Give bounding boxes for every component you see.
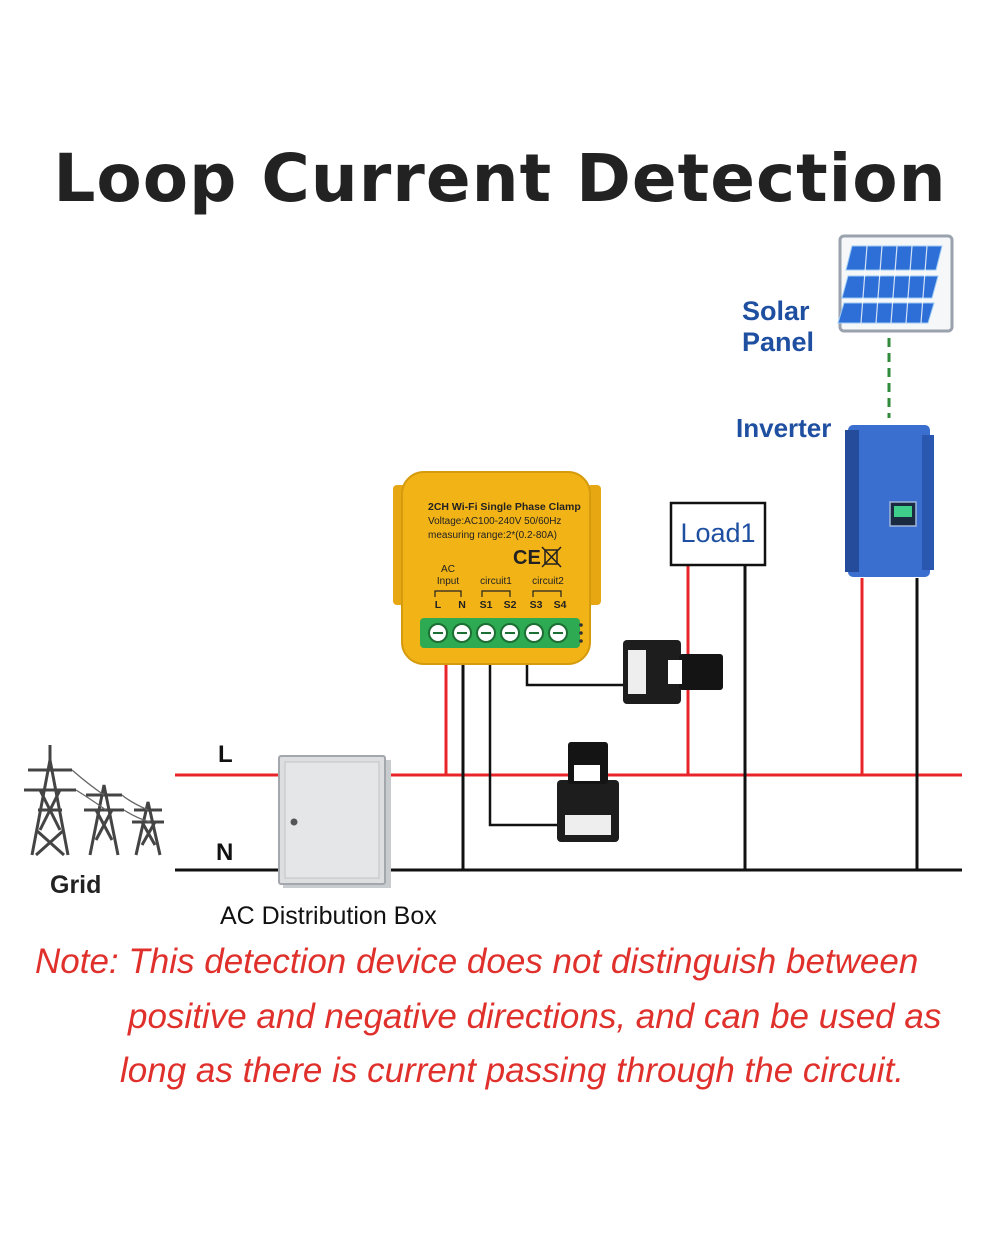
distribution-box-icon bbox=[278, 755, 391, 888]
distribution-box-label: AC Distribution Box bbox=[220, 902, 437, 930]
device-input-label: Input bbox=[437, 576, 459, 587]
terminal-label: S2 bbox=[504, 599, 517, 611]
current-clamp-icon bbox=[623, 640, 723, 704]
power-tower-icon bbox=[24, 745, 164, 857]
terminal-label: L bbox=[435, 599, 442, 611]
solar-label-line2: Panel bbox=[742, 327, 814, 357]
device-circuit1-label: circuit1 bbox=[480, 576, 512, 587]
device-text-line2: Voltage:AC100-240V 50/60Hz bbox=[428, 516, 561, 527]
clamp1-lead bbox=[488, 665, 558, 827]
solar-panel-icon bbox=[837, 234, 954, 333]
inverter-label: Inverter bbox=[736, 413, 831, 443]
ce-mark: CE bbox=[513, 547, 541, 569]
terminal-label: N bbox=[458, 599, 466, 611]
note-line-3: long as there is current passing through… bbox=[120, 1051, 905, 1090]
terminal-label: S3 bbox=[530, 599, 543, 611]
device-ac-label: AC bbox=[441, 564, 455, 575]
load-label: Load1 bbox=[680, 518, 755, 548]
device-text-line1: 2CH Wi-Fi Single Phase Clamp bbox=[428, 501, 581, 513]
device-circuit2-label: circuit2 bbox=[532, 576, 564, 587]
terminal-label: S4 bbox=[554, 599, 567, 611]
device-text-line3: measuring range:2*(0.2-80A) bbox=[428, 530, 557, 541]
current-clamp-icon bbox=[557, 742, 619, 842]
load-box bbox=[669, 501, 767, 567]
grid-label: Grid bbox=[50, 871, 101, 899]
terminal-label: S1 bbox=[480, 599, 493, 611]
page-title: Loop Current Detection bbox=[53, 140, 947, 217]
clamp-device bbox=[393, 471, 601, 665]
note-line-1: Note: This detection device does not dis… bbox=[35, 942, 919, 981]
power-cables-icon bbox=[71, 769, 151, 823]
note-line-2: positive and negative directions, and ca… bbox=[128, 997, 942, 1036]
neutral-label: N bbox=[216, 839, 233, 866]
solar-label-line1: Solar bbox=[742, 296, 810, 326]
weee-icon bbox=[541, 546, 562, 568]
inverter-icon bbox=[845, 425, 934, 577]
live-label: L bbox=[218, 741, 233, 768]
clamp2-lead bbox=[525, 665, 625, 687]
